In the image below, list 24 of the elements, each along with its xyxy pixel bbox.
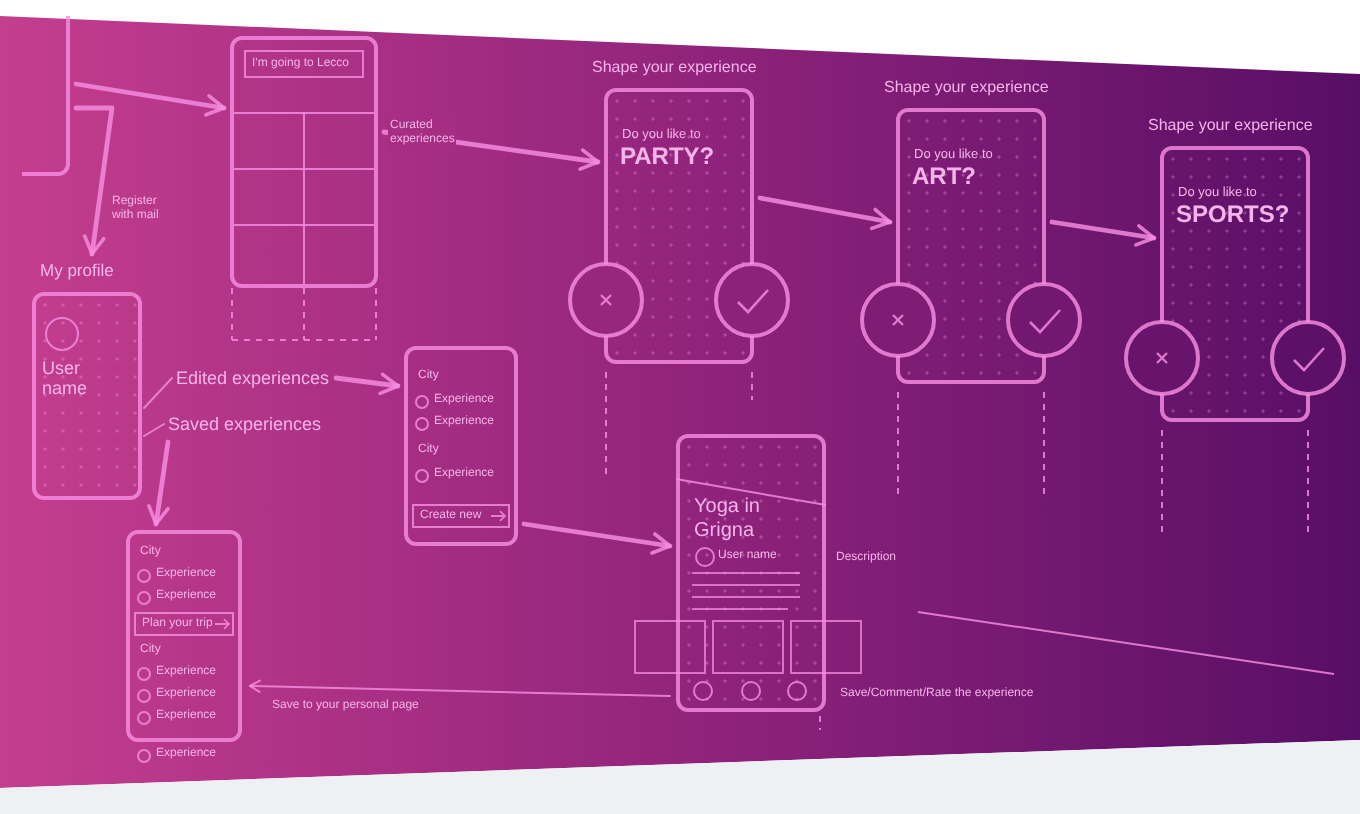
leader-line [143, 377, 173, 409]
arrow [73, 105, 115, 257]
phone-wireframe [404, 346, 518, 546]
screen-heading: Shape your experience [884, 78, 1049, 97]
screen-heading: My profile [40, 262, 114, 282]
leader-line [143, 423, 165, 437]
arrow [248, 679, 671, 697]
flow-label: Edited experiences [176, 368, 330, 389]
flow-label: Saved experiences [168, 414, 322, 435]
screen-heading: Shape your experience [592, 58, 757, 77]
arrow [1049, 219, 1157, 247]
arrow [757, 195, 893, 231]
arrow [333, 372, 401, 396]
category-title: SPORTS? [1176, 202, 1290, 230]
phone-wireframe [230, 36, 378, 288]
screen-heading: Shape your experience [1148, 116, 1313, 135]
category-title: PARTY? [620, 144, 715, 172]
user-name: User name [42, 358, 90, 400]
arrow [73, 81, 227, 117]
category-title: ART? [912, 164, 976, 192]
arrow [147, 439, 171, 527]
phone-wireframe [22, 16, 70, 176]
experience-title: Yoga in Grigna [694, 496, 762, 542]
arrow [521, 521, 673, 555]
